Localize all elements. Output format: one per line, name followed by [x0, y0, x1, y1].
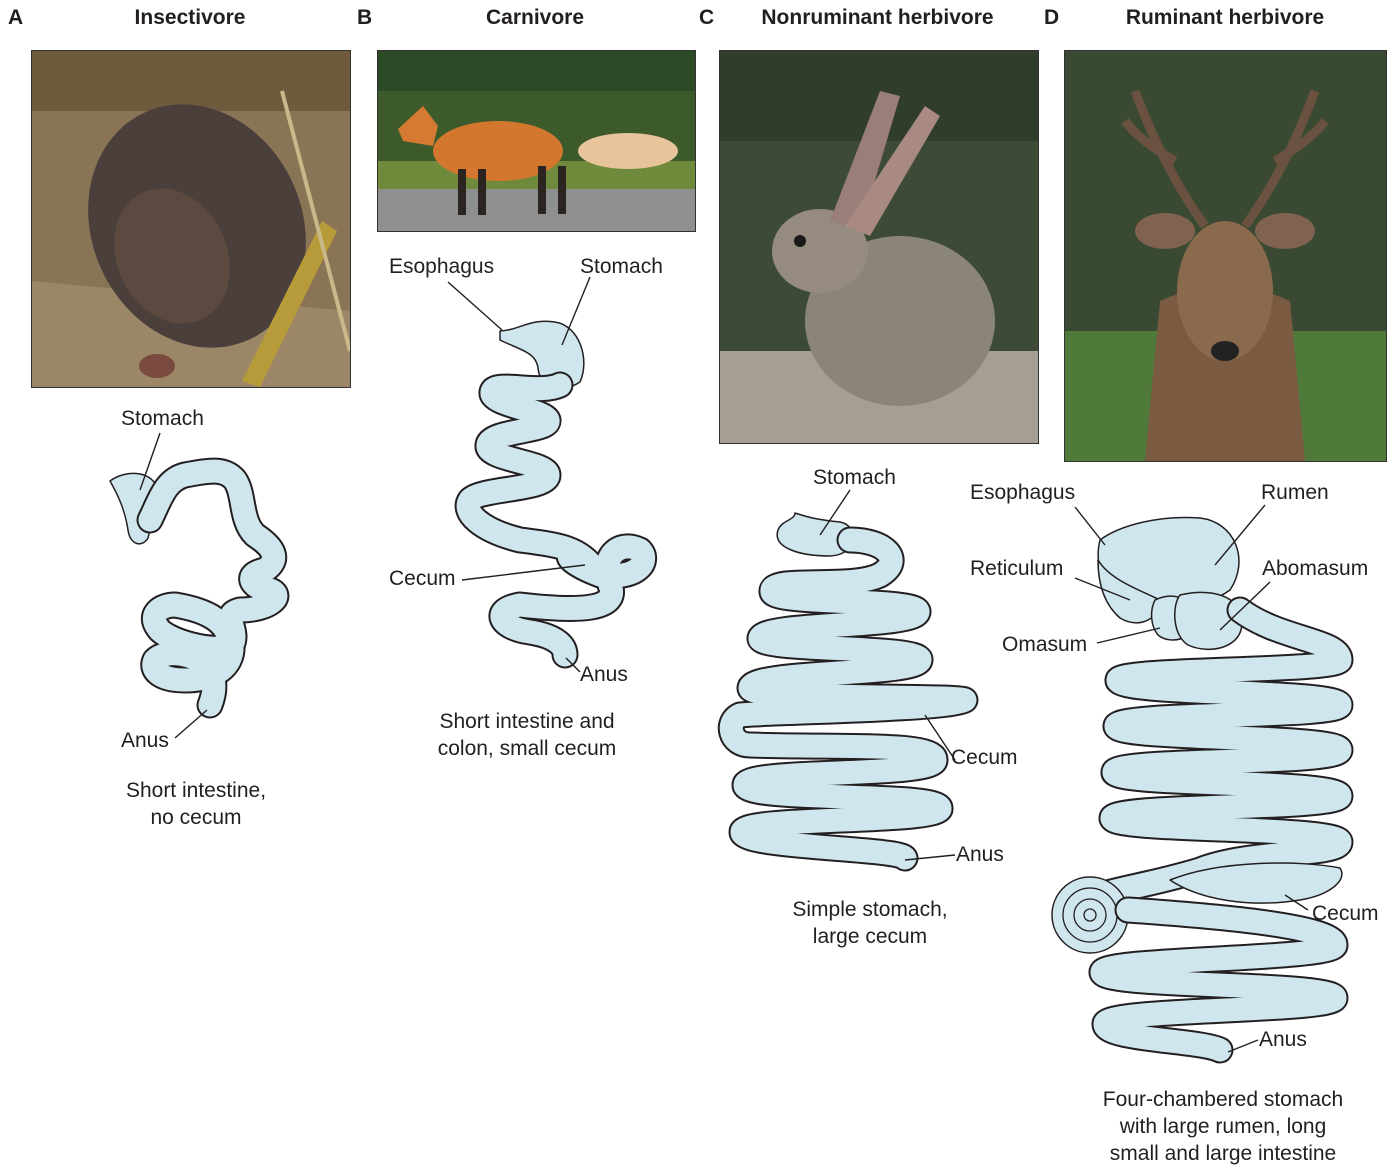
label-d-anus: Anus [1259, 1028, 1307, 1052]
label-c-cecum: Cecum [951, 746, 1018, 770]
caption-c: Simple stomach, large cecum [770, 896, 970, 950]
label-d-abomasum: Abomasum [1262, 557, 1368, 581]
label-b-cecum: Cecum [389, 567, 456, 591]
ruminant-gut [1052, 505, 1342, 1052]
label-d-omasum: Omasum [1002, 633, 1087, 657]
label-d-cecum: Cecum [1312, 902, 1379, 926]
label-b-anus: Anus [580, 663, 628, 687]
label-d-reticulum: Reticulum [970, 557, 1063, 581]
label-d-esophagus: Esophagus [970, 481, 1075, 505]
label-c-anus: Anus [956, 843, 1004, 867]
label-a-stomach: Stomach [121, 407, 204, 431]
label-a-anus: Anus [121, 729, 169, 753]
insectivore-gut [110, 433, 276, 738]
label-b-stomach: Stomach [580, 255, 663, 279]
label-c-stomach: Stomach [813, 466, 896, 490]
carnivore-gut [448, 277, 644, 672]
caption-d: Four-chambered stomach with large rumen,… [1078, 1086, 1368, 1167]
label-b-esophagus: Esophagus [389, 255, 494, 279]
caption-a: Short intestine, no cecum [96, 777, 296, 831]
nonruminant-gut [731, 490, 965, 860]
caption-b: Short intestine and colon, small cecum [417, 708, 637, 762]
label-d-rumen: Rumen [1261, 481, 1329, 505]
